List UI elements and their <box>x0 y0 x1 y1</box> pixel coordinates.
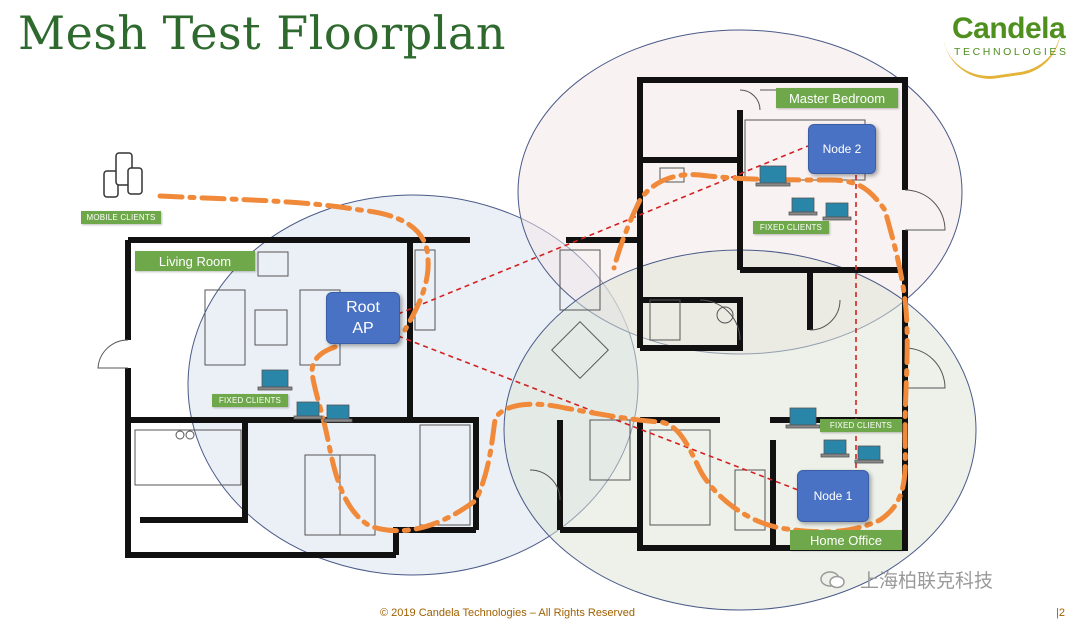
fixtures <box>97 89 946 536</box>
page-number: |2 <box>1056 607 1065 619</box>
mobile-phones-icon <box>103 152 143 198</box>
root-ap-node: Root AP <box>326 292 400 344</box>
logo-wordmark: Candela <box>952 12 1066 45</box>
room-label-master-bedroom: Master Bedroom <box>776 88 898 108</box>
wechat-icon <box>820 570 845 588</box>
walk-path <box>157 172 910 535</box>
mobile-clients-label: MOBILE CLIENTS <box>81 211 161 224</box>
room-label-home-office: Home Office <box>790 530 902 550</box>
laptop-icons <box>257 165 884 464</box>
fixed-clients-label-master: FIXED CLIENTS <box>753 221 829 234</box>
candela-logo: Candela TECHNOLOGIES <box>943 10 1069 85</box>
page-title: Mesh Test Floorplan <box>18 6 506 60</box>
room-label-living-room: Living Room <box>135 251 255 271</box>
footer-copyright: © 2019 Candela Technologies – All Rights… <box>380 607 635 619</box>
watermark-text: 上海柏联克科技 <box>860 570 994 592</box>
node-2: Node 2 <box>808 124 876 174</box>
node-1: Node 1 <box>797 470 869 522</box>
fixed-clients-label-office: FIXED CLIENTS <box>820 419 902 432</box>
wechat-watermark: 上海柏联克科技 <box>820 566 993 593</box>
logo-subtitle: TECHNOLOGIES <box>954 46 1069 58</box>
fixed-clients-label-living: FIXED CLIENTS <box>212 394 288 407</box>
